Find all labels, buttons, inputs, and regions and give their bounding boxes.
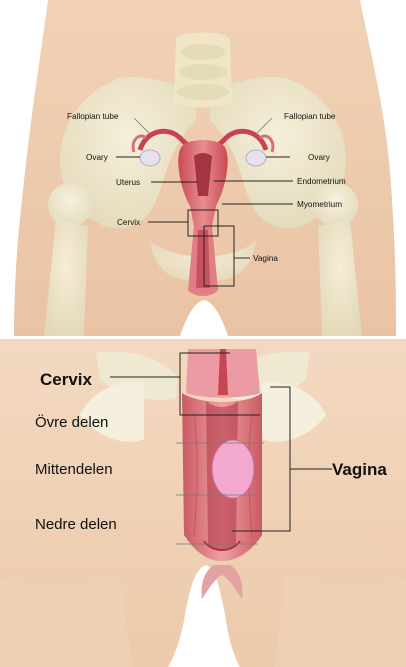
label-cervix-bottom: Cervix — [40, 370, 93, 389]
label-ovre-delen: Övre delen — [35, 413, 108, 431]
label-cervix-top: Cervix — [117, 218, 140, 227]
mittendelen-highlight-ellipse — [212, 440, 254, 498]
bottom-anatomy-illustration: Cervix Övre delen Mittendelen Nedre dele… — [0, 339, 406, 667]
label-myometrium: Myometrium — [297, 200, 342, 209]
label-fallopian-tube-left: Fallopian tube — [67, 112, 119, 121]
label-mittendelen: Mittendelen — [35, 461, 113, 478]
label-ovary-right: Ovary — [308, 153, 331, 162]
label-ovary-left: Ovary — [86, 153, 109, 162]
label-vagina-bottom: Vagina — [332, 460, 387, 479]
label-uterus: Uterus — [116, 178, 140, 187]
top-anatomy-panel: Fallopian tube Fallopian tube Ovary Ovar… — [0, 0, 406, 336]
top-anatomy-illustration: Fallopian tube Fallopian tube Ovary Ovar… — [0, 0, 406, 336]
label-vagina-top: Vagina — [253, 254, 278, 263]
label-fallopian-tube-right: Fallopian tube — [284, 112, 336, 121]
label-nedre-delen: Nedre delen — [35, 516, 117, 533]
label-endometrium: Endometrium — [297, 177, 346, 186]
bottom-anatomy-panel: Cervix Övre delen Mittendelen Nedre dele… — [0, 339, 406, 667]
